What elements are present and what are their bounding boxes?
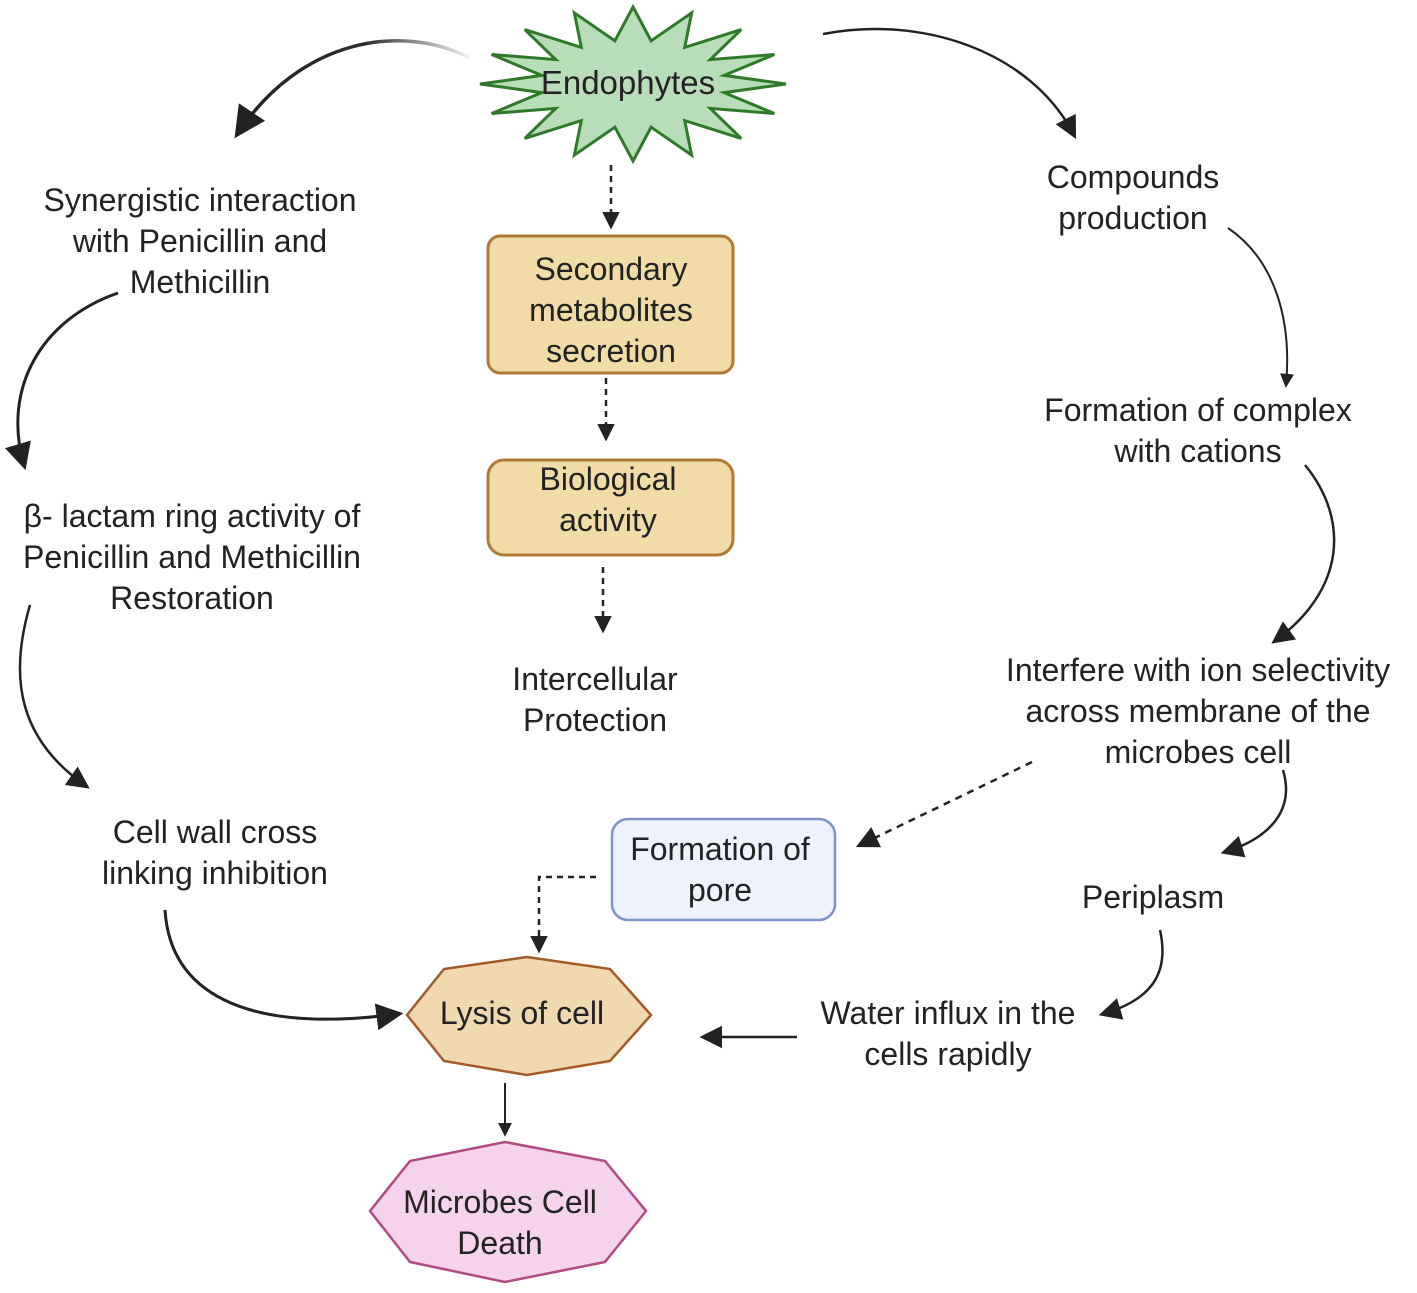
node-synergistic: Synergistic interaction with Penicillin … <box>43 180 356 303</box>
node-secondary-metabolites: Secondary metabolites secretion <box>529 249 693 372</box>
arrow-compounds-to-complex <box>1227 227 1294 388</box>
node-compounds: Compounds production <box>1047 157 1220 239</box>
node-biological-activity: Biological activity <box>540 459 677 541</box>
node-water-influx: Water influx in the cells rapidly <box>821 993 1076 1075</box>
complex-cations-line-2: with cations <box>1114 433 1282 469</box>
node-complex-cations: Formation of complex with cations <box>1044 390 1352 472</box>
node-endophytes: Endophytes <box>541 62 715 103</box>
arrow-periplasm-to-water <box>1098 929 1164 1020</box>
compounds-line-2: production <box>1058 200 1208 236</box>
biological-activity-box <box>486 458 735 557</box>
lysis-label: Lysis of cell <box>439 995 605 1031</box>
pore-line-1: Formation of <box>630 831 810 867</box>
periplasm-label: Periplasm <box>1081 879 1225 915</box>
compounds-line-1: Compounds <box>1046 159 1220 195</box>
arrow-endophytes-to-synergistic <box>234 39 471 139</box>
cell-wall-line-1: Cell wall cross <box>112 814 318 850</box>
arrow-pore-to-lysis <box>530 875 596 954</box>
synergistic-line-3: Methicillin <box>129 264 271 300</box>
death-line-1: Microbes Cell <box>403 1184 597 1220</box>
endophytes-starburst-shape <box>479 3 787 165</box>
endophytes-label: Endophytes <box>540 64 716 101</box>
arrow-ion-to-pore <box>855 760 1033 848</box>
node-periplasm: Periplasm <box>1082 877 1224 918</box>
node-pore: Formation of pore <box>630 829 810 911</box>
beta-lactam-line-1: β- lactam ring activity of <box>23 498 361 534</box>
ion-selectivity-line-3: microbes cell <box>1104 734 1292 770</box>
water-influx-line-1: Water influx in the <box>820 995 1076 1031</box>
arrow-endophytes-to-compounds <box>822 27 1077 139</box>
secondary-metabolites-line-1: Secondary <box>534 251 688 287</box>
arrow-synergistic-to-beta-lactam <box>4 291 119 471</box>
arrow-ion-to-periplasm <box>1220 769 1288 858</box>
formation-of-pore-box <box>610 817 837 922</box>
biological-activity-line-2: activity <box>559 502 657 538</box>
ion-selectivity-line-2: across membrane of the <box>1025 693 1371 729</box>
beta-lactam-line-3: Restoration <box>110 580 274 616</box>
synergistic-line-2: with Penicillin and <box>72 223 328 259</box>
synergistic-line-1: Synergistic interaction <box>43 182 357 218</box>
arrow-cell-wall-to-lysis <box>163 909 404 1031</box>
node-lysis: Lysis of cell <box>440 993 604 1034</box>
water-influx-line-2: cells rapidly <box>864 1036 1032 1072</box>
secondary-metabolites-box <box>486 234 735 375</box>
secondary-metabolites-line-2: metabolites <box>529 292 693 328</box>
node-cell-wall: Cell wall cross linking inhibition <box>102 812 328 894</box>
node-beta-lactam: β- lactam ring activity of Penicillin an… <box>23 496 361 619</box>
pore-line-2: pore <box>687 872 753 908</box>
node-death: Microbes Cell Death <box>403 1182 597 1264</box>
complex-cations-line-1: Formation of complex <box>1044 392 1352 428</box>
death-octagon <box>368 1140 648 1284</box>
biological-activity-line-1: Biological <box>539 461 677 497</box>
intercellular-protection-line-1: Intercellular <box>512 661 678 697</box>
beta-lactam-line-2: Penicillin and Methicillin <box>23 539 361 575</box>
arrow-beta-lactam-to-cell-wall <box>18 604 90 789</box>
node-ion-selectivity: Interfere with ion selectivity across me… <box>1006 650 1390 773</box>
arrow-complex-to-ion <box>1271 464 1336 644</box>
ion-selectivity-line-1: Interfere with ion selectivity <box>1005 652 1391 688</box>
intercellular-protection-line-2: Protection <box>522 702 668 738</box>
node-intercellular-protection: Intercellular Protection <box>512 659 677 741</box>
death-line-2: Death <box>457 1225 543 1261</box>
cell-wall-line-2: linking inhibition <box>102 855 328 891</box>
secondary-metabolites-line-3: secretion <box>546 333 676 369</box>
lysis-octagon <box>405 955 653 1077</box>
